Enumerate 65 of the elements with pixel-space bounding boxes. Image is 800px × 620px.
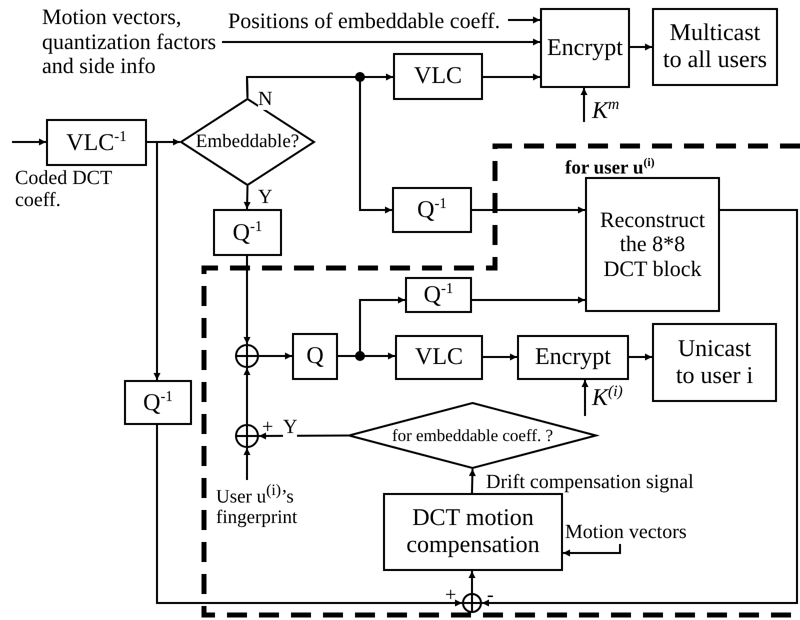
process-box	[124, 380, 192, 425]
sign-label: +	[262, 417, 274, 437]
arrow	[244, 448, 250, 480]
arrow	[580, 88, 588, 122]
process-box	[395, 335, 483, 380]
box-label: Embeddable?	[196, 131, 300, 153]
process-box	[292, 333, 338, 380]
arrow	[629, 354, 652, 360]
box-label: for embeddable coeff. ?	[392, 426, 554, 446]
sign-label: -	[487, 585, 494, 605]
arrow	[508, 16, 540, 24]
arrow	[156, 425, 462, 606]
arrow	[472, 296, 585, 304]
box-label: Q$^{-1}$	[232, 218, 262, 246]
arrow	[482, 209, 798, 606]
box-label: Q$^{-1}$	[417, 196, 447, 224]
summing-junction	[235, 344, 259, 368]
process-box	[405, 277, 472, 313]
arrow	[472, 206, 585, 214]
edge-label: Drift compensation signal	[486, 471, 694, 493]
box-label: Multicast to all users	[662, 20, 768, 74]
process-box	[652, 323, 777, 402]
box-label: Unicast to user i	[674, 336, 754, 390]
box-label: DCT motion compensation	[405, 505, 541, 559]
arrow	[259, 432, 348, 440]
box-label: Reconstruct the 8*8 DCT block	[598, 208, 706, 282]
arrow	[244, 186, 251, 210]
arrow	[244, 368, 250, 424]
arrow	[563, 544, 621, 556]
box-label: Q	[306, 343, 324, 370]
process-box	[393, 53, 483, 100]
region-title: for user u$^{(i)}$	[565, 156, 655, 179]
arrow	[246, 76, 392, 214]
box-label: Q$^{-1}$	[424, 281, 454, 309]
box-label: VLC$^{-1}$	[66, 128, 127, 156]
box-label: Encrypt	[547, 34, 623, 62]
signal-text: Motion vectors, quantization factors and side info	[42, 4, 222, 80]
process-box	[517, 335, 629, 380]
process-box	[46, 119, 147, 166]
arrow	[630, 44, 652, 50]
process-box	[540, 8, 630, 88]
arrow	[244, 256, 250, 344]
arrow	[222, 38, 540, 46]
sign-label: +	[445, 585, 456, 605]
caption-text: Coded DCT coeff.	[15, 167, 113, 212]
summing-junction	[235, 424, 259, 448]
arrow	[483, 354, 517, 360]
process-box	[585, 177, 720, 312]
box-label: VLC	[415, 344, 463, 371]
arrow	[259, 352, 292, 360]
box-label: VLC	[414, 63, 462, 90]
arrow	[147, 141, 160, 380]
arrow	[468, 468, 476, 494]
arrow	[483, 74, 540, 80]
signal-text: Positions of embeddable coeff.	[228, 8, 508, 34]
arrow	[582, 380, 588, 416]
process-box	[383, 493, 563, 571]
box-label: Encrypt	[535, 344, 611, 371]
box-label: Q$^{-1}$	[143, 388, 173, 416]
signal-text: Motion vectors	[565, 520, 705, 544]
process-box	[652, 8, 778, 86]
arrow	[12, 138, 46, 146]
arrow	[468, 571, 476, 593]
summing-junction	[462, 593, 482, 613]
signal-text: User u$^{(i)}$’s fingerprint	[216, 480, 326, 530]
